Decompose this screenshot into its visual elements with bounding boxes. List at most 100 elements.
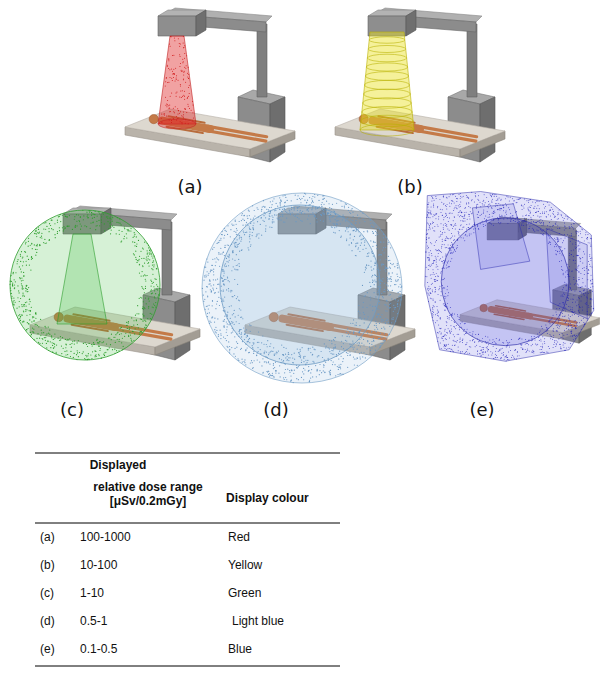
dose-dot	[314, 194, 315, 195]
dose-dot	[240, 334, 241, 335]
dose-dot	[148, 256, 149, 257]
dose-dot	[245, 344, 246, 345]
dose-dot	[139, 334, 140, 335]
dose-dot	[151, 319, 152, 320]
dose-dot	[253, 343, 254, 344]
dose-dot	[392, 319, 393, 320]
dose-dot	[152, 306, 153, 307]
dose-dot	[208, 275, 209, 276]
dose-dot	[119, 339, 120, 340]
dose-dot	[270, 211, 271, 212]
dose-dot	[370, 350, 371, 351]
dose-dot	[359, 356, 360, 357]
dose-dot	[60, 221, 61, 222]
dose-dot	[210, 322, 211, 323]
dose-dot	[173, 118, 174, 119]
dose-dot	[39, 245, 40, 246]
dose-dot	[348, 207, 349, 208]
dose-dot	[172, 71, 173, 72]
dose-dot	[107, 349, 108, 350]
dose-dot	[46, 333, 47, 334]
dose-dot	[211, 290, 212, 291]
dose-dot	[39, 338, 40, 339]
dose-dot	[21, 271, 22, 272]
dose-dot	[158, 294, 159, 295]
dose-dot	[149, 300, 150, 301]
dose-dot	[241, 359, 242, 360]
dose-dot	[173, 69, 174, 70]
dose-dot	[168, 58, 169, 59]
dose-dot	[340, 200, 341, 201]
dose-dot	[287, 356, 288, 357]
dose-dot	[258, 233, 259, 234]
dose-dot	[374, 224, 375, 225]
dose-dot	[381, 319, 382, 320]
dose-dot	[59, 216, 60, 217]
dose-dot	[110, 233, 111, 234]
dose-dot	[233, 224, 234, 225]
dose-dot	[262, 220, 263, 221]
dose-dot	[268, 354, 269, 355]
dose-dot	[398, 296, 399, 297]
dose-dot	[54, 223, 55, 224]
dose-dot	[341, 346, 342, 347]
dose-dot	[86, 344, 87, 345]
dose-dot	[216, 330, 217, 331]
dose-dot	[244, 220, 245, 221]
dose-dot	[35, 313, 36, 314]
dose-dot	[184, 58, 185, 59]
dose-dot	[338, 220, 339, 221]
dose-dot	[261, 211, 262, 212]
dose-dot	[111, 230, 112, 231]
dose-dot	[169, 104, 170, 105]
tube-head-side	[406, 10, 416, 36]
dose-dot	[168, 60, 169, 61]
dose-dot	[133, 340, 134, 341]
dose-dot	[378, 314, 379, 315]
dose-dot	[38, 326, 39, 327]
dose-dot	[31, 334, 32, 335]
dose-dot	[25, 261, 26, 262]
dose-dot	[41, 237, 42, 238]
dose-dot	[104, 223, 105, 224]
dose-dot	[150, 280, 151, 281]
dose-dot	[44, 326, 45, 327]
dose-dot	[387, 279, 388, 280]
dose-dot	[182, 123, 183, 124]
dose-dot	[52, 342, 53, 343]
dose-dot	[246, 223, 247, 224]
dose-dot	[385, 310, 386, 311]
dose-dot	[230, 323, 231, 324]
dose-dot	[86, 226, 87, 227]
dose-dot	[321, 215, 322, 216]
dose-dot	[237, 230, 238, 231]
dose-dot	[177, 114, 178, 115]
dose-dot	[247, 215, 248, 216]
dose-dot	[389, 294, 390, 295]
dose-dot	[212, 300, 213, 301]
dose-dot	[345, 220, 346, 221]
dose-dot	[250, 219, 251, 220]
dose-dot	[274, 354, 275, 355]
dose-dot	[127, 328, 128, 329]
dose-dot	[269, 207, 270, 208]
dose-dot	[19, 292, 20, 293]
dose-dot	[227, 347, 228, 348]
dose-dot	[136, 320, 137, 321]
dose-dot	[131, 340, 132, 341]
dose-dot	[328, 358, 329, 359]
dose-dot	[330, 353, 331, 354]
dose-dot	[372, 226, 373, 227]
dose-dot	[375, 275, 376, 276]
dose-dot	[145, 321, 146, 322]
dose-dot	[331, 360, 332, 361]
dose-dot	[377, 316, 378, 317]
dose-dot	[99, 213, 100, 214]
dose-dot	[224, 279, 225, 280]
dose-dot	[120, 224, 121, 225]
dose-dot	[290, 381, 291, 382]
dose-dot	[37, 245, 38, 246]
dose-dot	[381, 314, 382, 315]
dose-dots	[159, 36, 194, 124]
dose-dot	[344, 350, 345, 351]
